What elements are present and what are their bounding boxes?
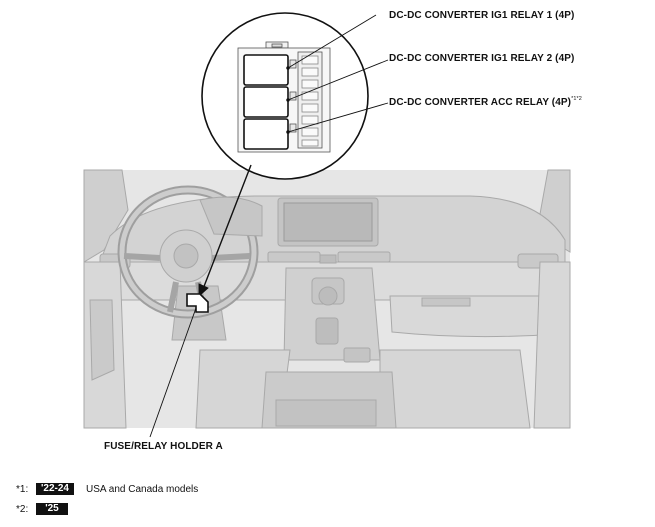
zoom-arrowhead: [198, 283, 209, 298]
callout-acc-relay: DC-DC CONVERTER ACC RELAY (4P)*1*2: [389, 96, 582, 108]
note-mark-1: *1:: [16, 483, 29, 495]
zoom-detail-circle: [201, 12, 369, 180]
leader-holder: [149, 307, 197, 438]
callout-acc-relay-text: DC-DC CONVERTER ACC RELAY (4P): [389, 97, 572, 108]
fuse-relay-holder-a: [186, 293, 209, 313]
model-year-badge-2: '25: [36, 503, 68, 515]
leader-relay2: [287, 59, 389, 101]
model-year-badge-1: '22-24: [36, 483, 74, 495]
leader-relay3: [287, 102, 389, 133]
relay-ig1-2-box: [243, 86, 289, 118]
zoom-arrow-line: [202, 164, 252, 290]
note-mark-2: *2:: [16, 503, 29, 515]
callout-fuse-relay-holder-a: FUSE/RELAY HOLDER A: [104, 441, 223, 452]
dashboard-illustration: [83, 169, 571, 429]
note-row-1: *1: '22-24 USA and Canada models: [16, 482, 198, 496]
callout-ig1-relay-1: DC-DC CONVERTER IG1 RELAY 1 (4P): [389, 10, 575, 21]
leader-lines: [149, 14, 389, 438]
note-row-2: *2: '25: [16, 502, 80, 516]
relay-ig1-1-box: [243, 54, 289, 86]
relay-boxes: [243, 54, 289, 150]
callout-ig1-relay-2: DC-DC CONVERTER IG1 RELAY 2 (4P): [389, 53, 575, 64]
leader-relay1: [287, 14, 377, 69]
note-text-1: USA and Canada models: [85, 483, 199, 495]
callout-acc-relay-superscript: *1*2: [571, 96, 582, 102]
relay-acc-box: [243, 118, 289, 150]
